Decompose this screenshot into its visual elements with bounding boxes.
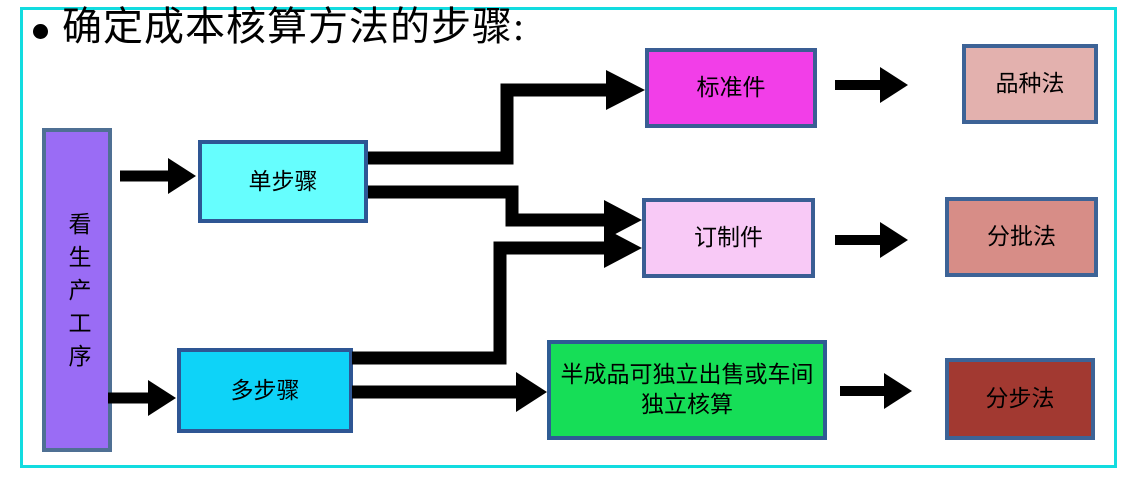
node-production-process: 看生产工序 (42, 128, 112, 452)
node-multi-step: 多步骤 (177, 348, 353, 433)
node-batch-method: 分批法 (945, 197, 1098, 277)
node-semi-finished: 半成品可独立出售或车间独立核算 (547, 340, 827, 440)
bullet-icon (33, 24, 48, 39)
slide-border-frame (20, 7, 1117, 468)
node-single-step: 单步骤 (198, 140, 368, 223)
node-custom-part: 订制件 (642, 198, 815, 278)
page-title: 确定成本核算方法的步骤: (62, 4, 526, 49)
node-step-method: 分步法 (945, 358, 1095, 440)
node-standard-part: 标准件 (645, 48, 817, 128)
node-variety-method: 品种法 (962, 44, 1098, 124)
